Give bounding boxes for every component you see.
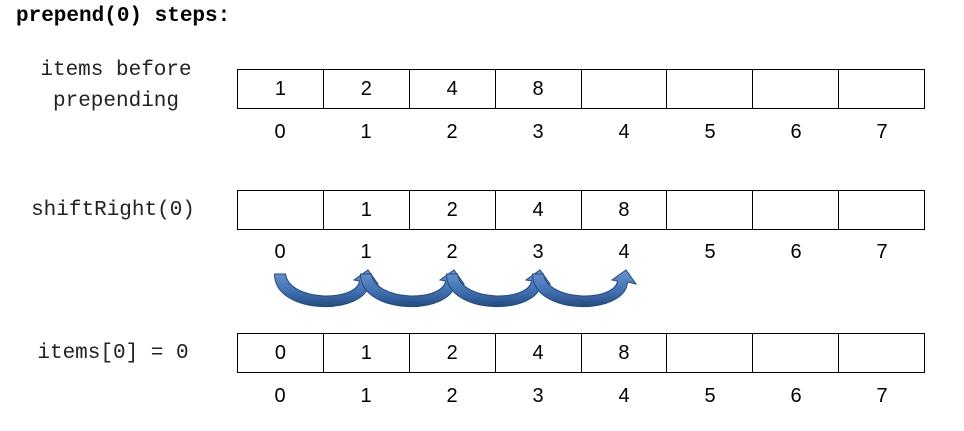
index-label: 3 xyxy=(532,385,544,407)
index-label: 4 xyxy=(618,385,630,407)
index-label: 0 xyxy=(274,121,286,143)
index-label: 1 xyxy=(360,121,372,143)
array-cell: 0 xyxy=(238,334,324,372)
array-cell: 4 xyxy=(496,334,582,372)
row-label-line: shiftRight(0) xyxy=(31,199,195,222)
shift-arrow xyxy=(273,269,380,307)
row-label-line: items before xyxy=(40,59,192,82)
array-cell xyxy=(753,70,840,108)
array-cell xyxy=(667,70,754,108)
index-label: 7 xyxy=(876,385,888,407)
index-label: 1 xyxy=(360,385,372,407)
index-label: 5 xyxy=(704,385,716,407)
array-cell: 8 xyxy=(582,334,668,372)
array-cell: 4 xyxy=(496,191,582,229)
array-cell: 8 xyxy=(496,70,582,108)
index-label: 7 xyxy=(876,121,888,143)
index-label: 5 xyxy=(704,241,716,263)
array-cell: 1 xyxy=(324,334,410,372)
index-label: 6 xyxy=(790,121,802,143)
array-cell: 1 xyxy=(238,70,324,108)
index-label: 5 xyxy=(704,121,716,143)
row-label-before: items before prepending xyxy=(16,55,216,117)
array-cell: 2 xyxy=(324,70,410,108)
index-label: 0 xyxy=(274,241,286,263)
index-row-before: 0 1 2 3 4 5 6 7 xyxy=(237,119,925,145)
index-label: 2 xyxy=(446,241,458,263)
index-label: 4 xyxy=(618,241,630,263)
index-label: 2 xyxy=(446,121,458,143)
array-after: 0 1 2 4 8 xyxy=(237,333,925,373)
row-label-line: items[0] = 0 xyxy=(37,342,189,365)
shift-arrow xyxy=(531,269,638,307)
row-label-shift: shiftRight(0) xyxy=(10,195,216,226)
array-cell xyxy=(238,191,324,229)
index-label: 6 xyxy=(790,385,802,407)
index-label: 3 xyxy=(532,121,544,143)
array-shifted: 1 2 4 8 xyxy=(237,190,925,230)
shift-arrow xyxy=(445,269,552,307)
row-label-assign: items[0] = 0 xyxy=(10,338,216,369)
array-cell xyxy=(753,334,840,372)
array-cell xyxy=(839,334,924,372)
array-cell: 2 xyxy=(410,191,496,229)
array-cell xyxy=(582,70,668,108)
row-label-line: prepending xyxy=(52,90,180,113)
array-before: 1 2 4 8 xyxy=(237,69,925,109)
diagram-title: prepend(0) steps: xyxy=(16,5,231,28)
index-row-shift: 0 1 2 3 4 5 6 7 xyxy=(237,239,925,265)
array-cell xyxy=(667,334,754,372)
array-cell xyxy=(753,191,840,229)
index-label: 7 xyxy=(876,241,888,263)
index-label: 2 xyxy=(446,385,458,407)
index-label: 6 xyxy=(790,241,802,263)
shift-arrow xyxy=(359,269,466,307)
array-cell: 1 xyxy=(324,191,410,229)
array-cell: 4 xyxy=(410,70,496,108)
array-cell: 2 xyxy=(410,334,496,372)
array-cell: 8 xyxy=(582,191,668,229)
index-label: 3 xyxy=(532,241,544,263)
index-label: 1 xyxy=(360,241,372,263)
array-cell xyxy=(667,191,754,229)
index-row-after: 0 1 2 3 4 5 6 7 xyxy=(237,383,925,409)
index-label: 0 xyxy=(274,385,286,407)
index-label: 4 xyxy=(618,121,630,143)
